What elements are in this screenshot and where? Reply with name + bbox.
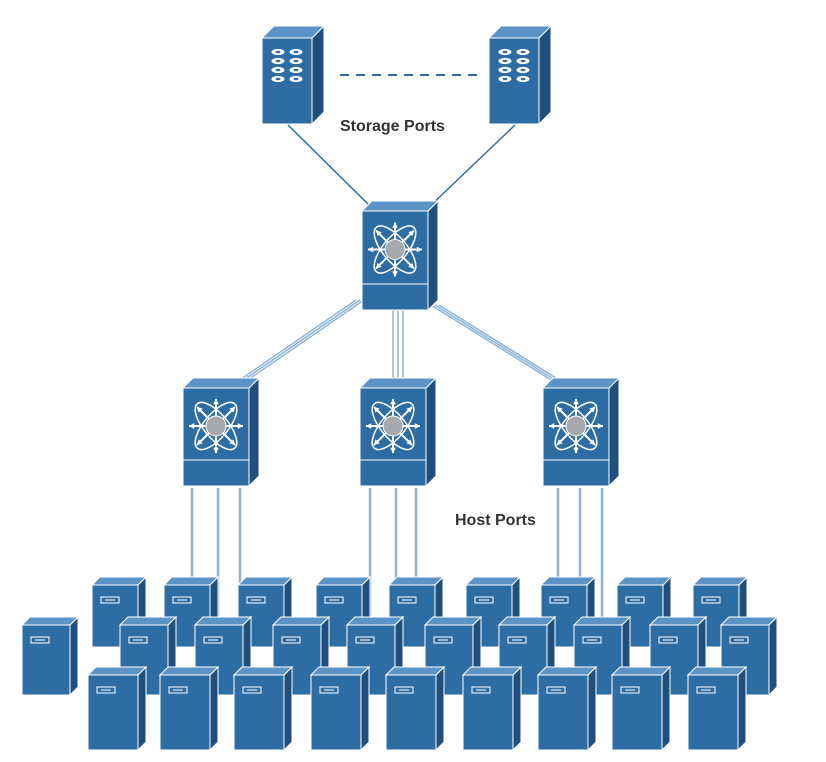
storage-array-right	[487, 24, 553, 126]
host-ports-label: Host Ports	[455, 512, 536, 529]
edge-switch-center	[358, 376, 438, 488]
edge-switch-right	[541, 376, 621, 488]
server-front-5	[461, 665, 523, 752]
core-switch	[360, 199, 440, 312]
edge-switch-left	[181, 376, 261, 488]
server-front-0	[86, 665, 148, 752]
storage-ports-label: Storage Ports	[340, 118, 445, 135]
server-front-7	[610, 665, 672, 752]
server-front-1	[158, 665, 220, 752]
server-front-3	[309, 665, 371, 752]
server-middle-0	[20, 615, 80, 697]
server-front-8	[686, 665, 748, 752]
server-front-6	[536, 665, 598, 752]
server-front-2	[232, 665, 294, 752]
links	[190, 74, 604, 640]
server-front-4	[384, 665, 446, 752]
storage-array-left	[260, 24, 326, 126]
server-back-2	[236, 575, 294, 649]
